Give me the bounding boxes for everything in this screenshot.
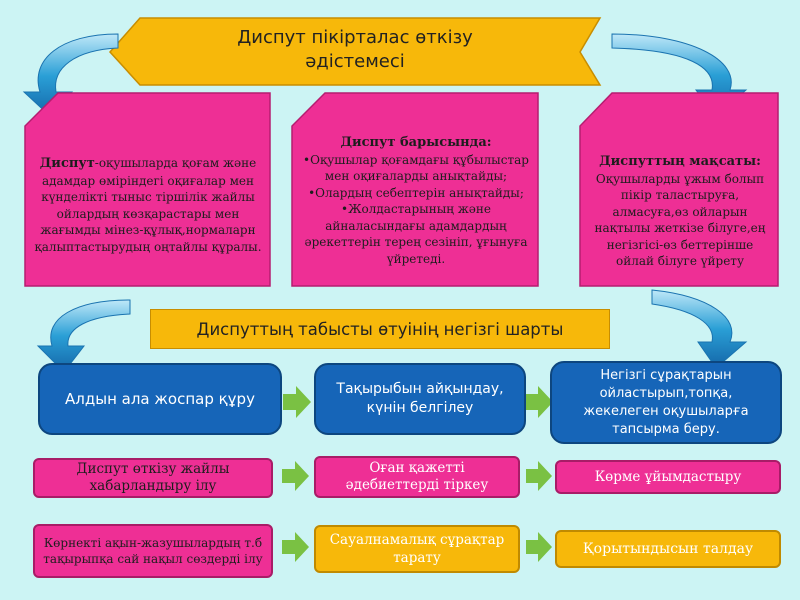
step-survey: Сауалнамалық сұрақтар тарату bbox=[314, 525, 520, 573]
green-arrow-r2-b bbox=[526, 461, 552, 491]
step-literature: Оған қажетті әдебиеттерді тіркеу bbox=[314, 456, 520, 498]
box-left-bold: Диспут bbox=[39, 156, 95, 171]
diagram-title: Диспут пікірталас өткізу әдістемесі bbox=[155, 22, 555, 78]
box-right-text: Оқушыларды ұжым болып пікір таластыруға,… bbox=[594, 171, 766, 269]
step-announcement: Диспут өткізу жайлы хабарландыру ілу bbox=[33, 458, 273, 498]
pink-box-right-text: Диспуттың мақсаты: Оқушыларды ұжым болып… bbox=[584, 140, 776, 284]
green-arrow-r1-a bbox=[283, 386, 311, 418]
box-center-bullet-3: •Жолдастарының және айналасындағы адамда… bbox=[304, 202, 528, 266]
pink-box-center-text: Диспут барысында: •Оқушылар қоғамдағы құ… bbox=[296, 118, 536, 284]
pink-box-left bbox=[24, 92, 271, 287]
box-center-bullet-1: •Оқушылар қоғамдағы құбылыстар мен оқиға… bbox=[303, 152, 529, 184]
green-arrow-r3-a bbox=[282, 532, 309, 562]
pink-box-right bbox=[579, 92, 779, 287]
curve-arrow-mid-left bbox=[36, 299, 131, 373]
green-arrow-r3-b bbox=[526, 532, 552, 562]
curve-arrow-top-left bbox=[22, 33, 119, 119]
title-line-1: Диспут пікірталас өткізу bbox=[237, 27, 473, 48]
pink-box-center bbox=[291, 92, 539, 287]
step-exhibition: Көрме ұйымдастыру bbox=[555, 460, 781, 494]
step-topic: Тақырыбын айқындау, күнін белгілеу bbox=[314, 363, 526, 435]
green-arrow-r1-b bbox=[526, 386, 553, 418]
step-questions: Негізгі сұрақтарын ойластырып,топқа, жек… bbox=[550, 361, 782, 444]
title-line-2: әдістемесі bbox=[305, 51, 405, 72]
title-banner bbox=[108, 17, 602, 86]
step-quotes: Көрнекті ақын-жазушылардың т.б тақырыпқа… bbox=[33, 524, 273, 578]
box-left-text: -оқушыларда қоғам және адамдар өміріндег… bbox=[34, 156, 262, 254]
step-plan: Алдын ала жоспар құру bbox=[38, 363, 282, 435]
box-right-title: Диспуттың мақсаты: bbox=[599, 154, 761, 170]
green-arrow-r2-a bbox=[282, 461, 309, 491]
box-center-bullet-2: •Олардың себептерін анықтайды; bbox=[308, 185, 524, 200]
subtitle: Диспуттың табысты өтуінің негізгі шарты bbox=[150, 309, 610, 349]
box-center-title: Диспут барысында: bbox=[340, 135, 492, 150]
pink-box-left-text: Диспут-оқушыларда қоғам және адамдар өмі… bbox=[28, 126, 268, 284]
curve-arrow-mid-right bbox=[651, 289, 748, 369]
step-summary: Қорытындысын талдау bbox=[555, 530, 781, 568]
